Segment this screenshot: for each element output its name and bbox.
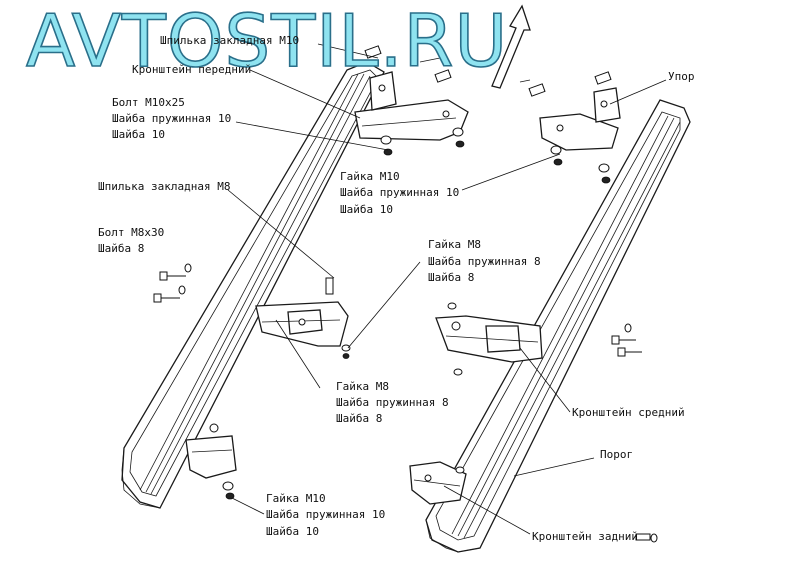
label-washer-spring-8-b: Шайба пружинная 8 [336, 396, 449, 409]
label-stop: Упор [668, 70, 695, 83]
label-washer-8-b: Шайба 8 [428, 271, 474, 284]
label-nut-m10-b: Гайка М10 [266, 492, 326, 505]
label-washer-8-c: Шайба 8 [336, 412, 382, 425]
label-nut-m8-a: Гайка М8 [428, 238, 481, 251]
label-washer-10-a: Шайба 10 [112, 128, 165, 141]
label-washer-spring-10-a: Шайба пружинная 10 [112, 112, 231, 125]
label-washer-8-a: Шайба 8 [98, 242, 144, 255]
label-sill: Порог [600, 448, 633, 461]
right-rear-bracket [409, 461, 467, 505]
label-bracket-front: Кронштейн передний [132, 63, 251, 76]
left-rear-bracket [185, 423, 237, 479]
leader-lines [227, 43, 667, 535]
label-washer-spring-10-c: Шайба пружинная 10 [266, 508, 385, 521]
label-bolt-m8x30: Болт М8x30 [98, 226, 164, 239]
left-running-board [121, 61, 385, 509]
label-stud-m10: Шпилька закладная М10 [160, 34, 299, 47]
part-labels: Шпилька закладная М10 Кронштейн передний… [98, 34, 695, 543]
label-bracket-rear: Кронштейн задний [532, 530, 638, 543]
label-bolt-m10x25: Болт М10x25 [112, 96, 185, 109]
label-washer-10-c: Шайба 10 [266, 525, 319, 538]
label-nut-m8-b: Гайка М8 [336, 380, 389, 393]
right-middle-bracket [435, 315, 543, 363]
right-stop-bracket [539, 87, 621, 151]
label-washer-spring-8-a: Шайба пружинная 8 [428, 255, 541, 268]
left-front-bracket [354, 71, 469, 141]
label-stud-m8: Шпилька закладная М8 [98, 180, 230, 193]
label-washer-spring-10-b: Шайба пружинная 10 [340, 186, 459, 199]
brand-watermark: AVTOSTIL.RU [26, 0, 508, 83]
right-running-board [425, 99, 691, 553]
label-nut-m10-a: Гайка М10 [340, 170, 400, 183]
hardware-fasteners [153, 45, 658, 543]
label-bracket-middle: Кронштейн средний [572, 406, 685, 419]
left-middle-bracket [255, 301, 349, 347]
label-washer-10-b: Шайба 10 [340, 203, 393, 216]
north-arrow-icon [491, 4, 531, 89]
